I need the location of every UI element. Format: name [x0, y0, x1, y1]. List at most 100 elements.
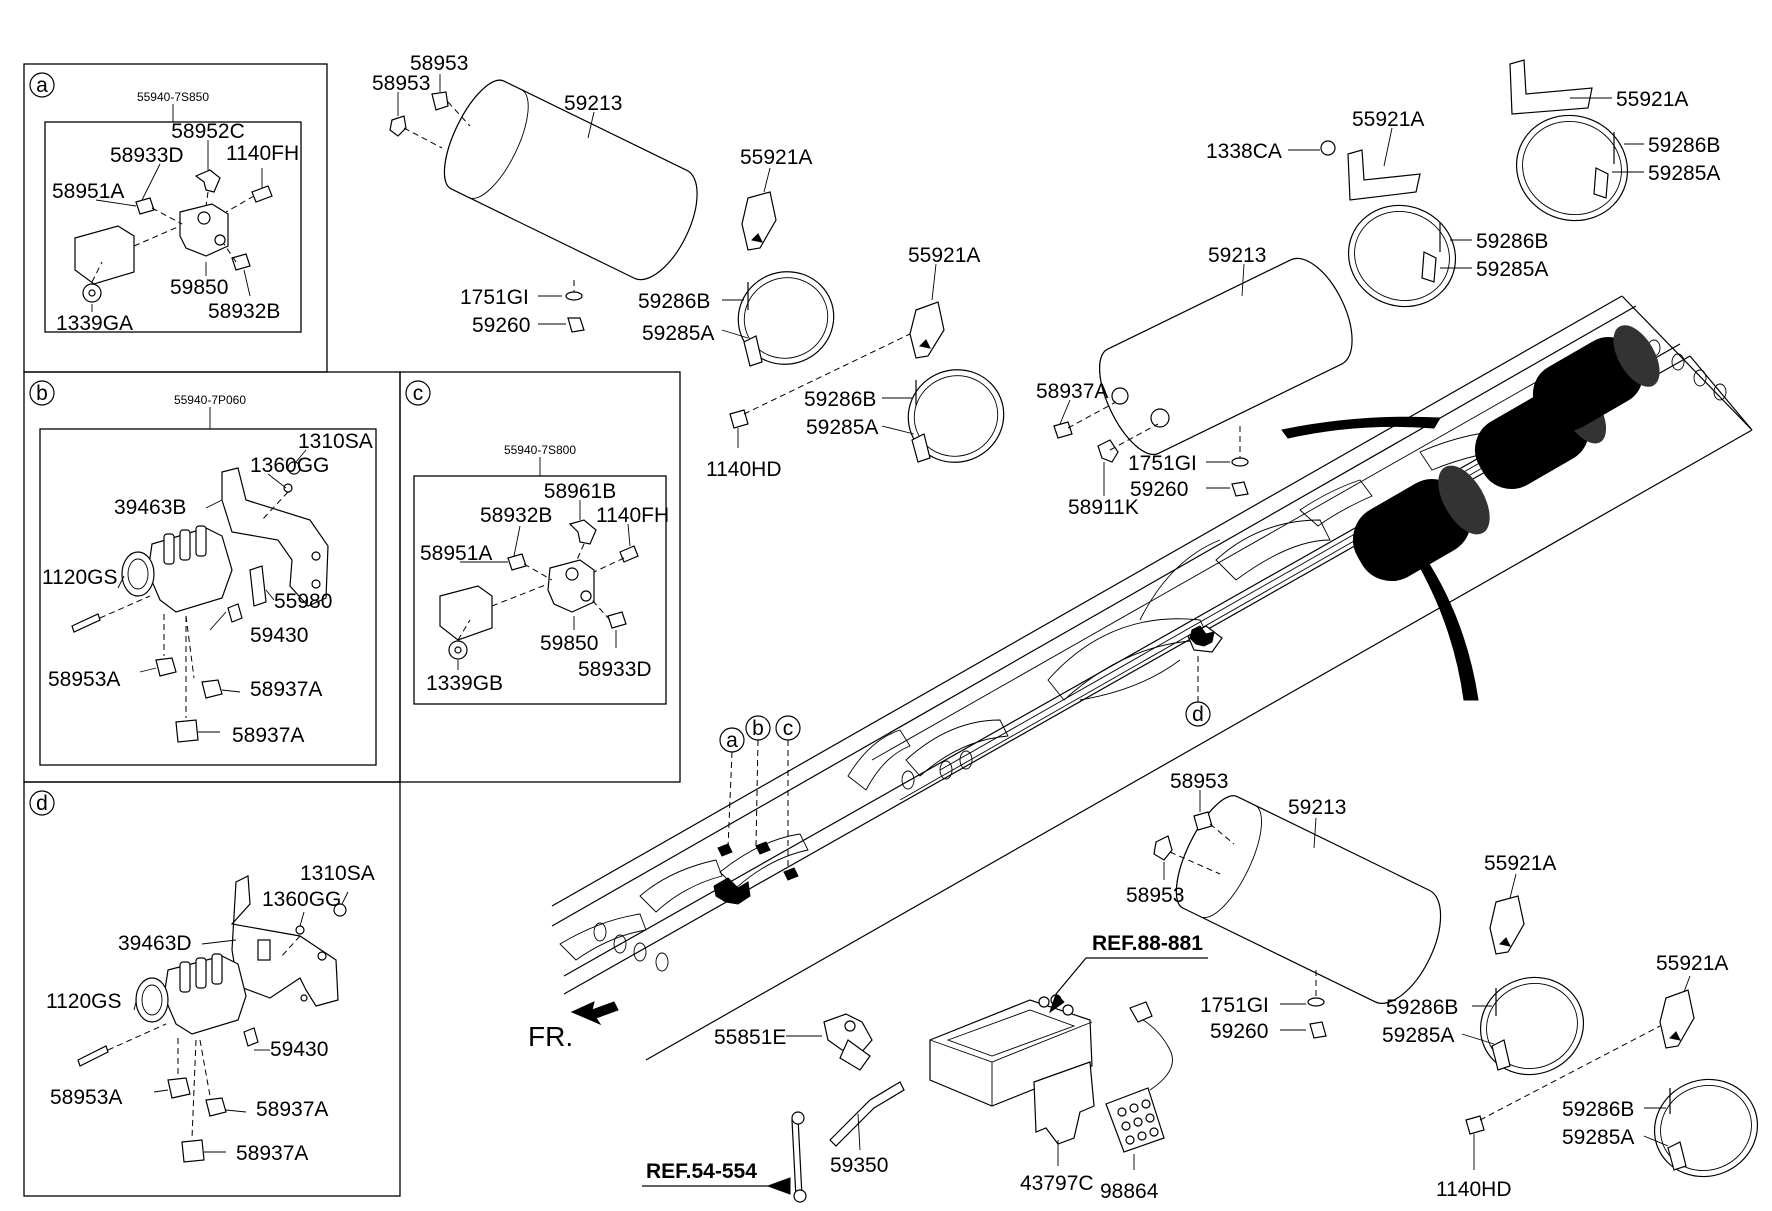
strap-bracket-6: 55921A [1656, 952, 1728, 1049]
svg-text:43797C: 43797C [1020, 1172, 1094, 1195]
svg-text:58937A: 58937A [236, 1142, 308, 1165]
svg-text:FR.: FR. [528, 1021, 573, 1052]
svg-text:58953A: 58953A [48, 668, 120, 691]
svg-text:1310SA: 1310SA [300, 862, 375, 885]
svg-text:58953: 58953 [1126, 884, 1184, 907]
remote-controller-98864: 98864 [1100, 1001, 1173, 1203]
svg-text:58932B: 58932B [208, 300, 280, 323]
svg-text:59286B: 59286B [1562, 1098, 1634, 1121]
location-callout-a: a [719, 727, 745, 849]
svg-text:59285A: 59285A [806, 416, 878, 439]
inset-b-valve-assembly: 55940-7P060 [39, 393, 377, 766]
svg-text:c: c [783, 717, 794, 740]
svg-text:58937A: 58937A [250, 678, 322, 701]
inset-letter-c: c [405, 380, 431, 406]
svg-text:59286B: 59286B [638, 290, 710, 313]
svg-text:a: a [726, 729, 738, 752]
svg-text:REF.88-881: REF.88-881 [1092, 932, 1203, 955]
strap-band-4: 59286B 59285A [1515, 114, 1720, 222]
svg-text:58911K: 58911K [1068, 496, 1139, 519]
svg-text:58953: 58953 [372, 72, 430, 95]
svg-text:58953A: 58953A [50, 1086, 122, 1109]
svg-text:1140FH: 1140FH [226, 142, 299, 165]
svg-text:55921A: 55921A [1656, 952, 1728, 975]
strap-bracket-4: 55921A [1509, 59, 1688, 115]
svg-text:59260: 59260 [1130, 478, 1188, 501]
svg-text:1751GI: 1751GI [1128, 452, 1197, 475]
svg-text:58951A: 58951A [52, 180, 124, 203]
svg-text:d: d [1192, 703, 1204, 726]
bolt-1140hd-top: 1140HD [706, 333, 911, 481]
svg-text:58961B: 58961B [544, 480, 616, 503]
svg-text:1140HD: 1140HD [706, 458, 782, 481]
strap-band-3: 59286B 59285A [1347, 204, 1548, 308]
svg-text:58953: 58953 [410, 52, 468, 75]
svg-text:1140FH: 1140FH [596, 504, 669, 527]
inset-letter-b: b [29, 380, 55, 406]
air-tank-1: 58953 58953 59213 1751GI 59260 [372, 52, 698, 337]
svg-text:55940-7S850: 55940-7S850 [137, 90, 209, 104]
air-tank-3: 58953 59213 58953 1751GI 59260 [1126, 770, 1442, 1043]
svg-text:59213: 59213 [1288, 796, 1346, 819]
svg-text:b: b [36, 382, 48, 405]
svg-text:1360GG: 1360GG [250, 454, 329, 477]
svg-text:d: d [36, 792, 48, 815]
svg-text:55921A: 55921A [908, 244, 980, 267]
svg-text:59430: 59430 [250, 624, 308, 647]
svg-text:55980: 55980 [274, 590, 332, 613]
inset-d-valve-assembly: 1310SA 1360GG 39463D 1120GS 59430 58953A… [46, 862, 375, 1165]
svg-text:59213: 59213 [564, 92, 622, 115]
svg-text:1751GI: 1751GI [1200, 994, 1269, 1017]
svg-text:59350: 59350 [830, 1154, 888, 1177]
svg-text:58933D: 58933D [578, 658, 652, 681]
svg-text:1751GI: 1751GI [460, 286, 529, 309]
svg-text:58937A: 58937A [256, 1098, 328, 1121]
strap-band-6: 59286B 59285A [1562, 1078, 1759, 1178]
air-tank-2: 59213 58937A 58911K 1751GI 59260 [1036, 244, 1353, 519]
svg-text:1120GS: 1120GS [46, 990, 122, 1013]
svg-text:59286B: 59286B [1648, 134, 1720, 157]
strap-bracket-5: 55921A [1484, 852, 1556, 955]
svg-text:39463B: 39463B [114, 496, 186, 519]
strap-bracket-1: 55921A [740, 146, 812, 251]
inset-c-valve-assembly: 55940-7S800 58961B 58932B 1140FH [413, 443, 669, 705]
location-callout-b: b [745, 715, 771, 847]
height-valve-55851e: 55851E [714, 1013, 873, 1071]
svg-text:98864: 98864 [1100, 1180, 1159, 1203]
svg-text:1339GA: 1339GA [56, 312, 133, 335]
svg-text:59285A: 59285A [1648, 162, 1720, 185]
location-callout-d: d [1185, 652, 1211, 727]
svg-text:b: b [752, 717, 764, 740]
strap-band-5: 59286B 59285A [1382, 976, 1585, 1076]
strap-bracket-3: 55921A [1347, 108, 1424, 201]
inset-frames [23, 63, 681, 1197]
svg-text:55940-7S800: 55940-7S800 [504, 443, 576, 457]
frame-tank-silhouettes [1281, 325, 1660, 701]
svg-text:59285A: 59285A [642, 322, 714, 345]
inset-letter-d: d [29, 790, 55, 816]
svg-text:59213: 59213 [1208, 244, 1266, 267]
svg-text:58951A: 58951A [420, 542, 492, 565]
nut-1338ca: 1338CA [1206, 140, 1336, 163]
svg-text:59286B: 59286B [804, 388, 876, 411]
svg-text:1310SA: 1310SA [298, 430, 373, 453]
svg-text:c: c [413, 382, 424, 405]
svg-text:59850: 59850 [540, 632, 598, 655]
control-box-43797c: 43797C [929, 994, 1095, 1195]
strap-bracket-2: 55921A [908, 244, 980, 359]
svg-text:58953: 58953 [1170, 770, 1228, 793]
svg-text:59286B: 59286B [1386, 996, 1458, 1019]
svg-text:59430: 59430 [270, 1038, 328, 1061]
reference-54-554: REF.54-554 [642, 1160, 791, 1195]
svg-text:1338CA: 1338CA [1206, 140, 1282, 163]
svg-text:1120GS: 1120GS [42, 566, 118, 589]
svg-text:55921A: 55921A [1352, 108, 1424, 131]
svg-text:58937A: 58937A [1036, 380, 1108, 403]
svg-text:REF.54-554: REF.54-554 [646, 1160, 757, 1183]
svg-text:59285A: 59285A [1382, 1024, 1454, 1047]
svg-text:59850: 59850 [170, 276, 228, 299]
svg-text:58937A: 58937A [232, 724, 304, 747]
svg-text:1339GB: 1339GB [426, 672, 503, 695]
svg-text:58952C: 58952C [171, 120, 245, 143]
